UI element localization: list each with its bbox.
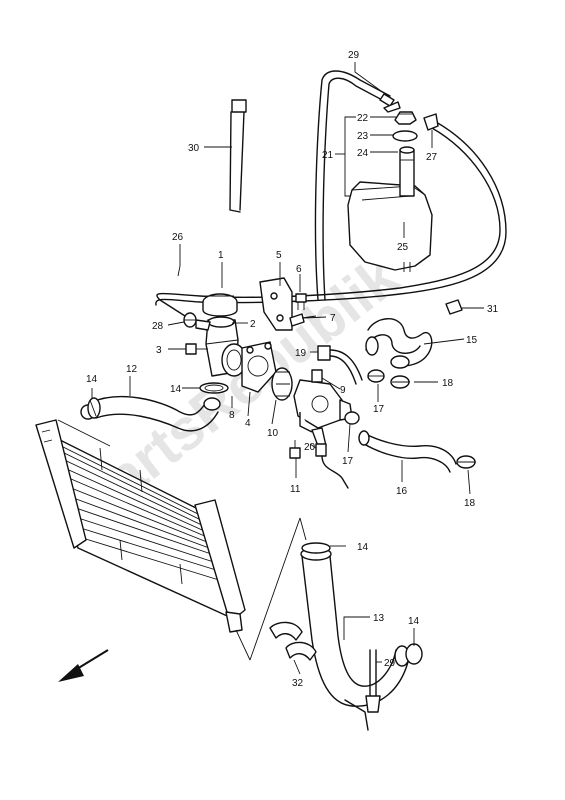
label-32: 32 [292, 678, 304, 689]
label-14-left: 14 [86, 374, 98, 385]
label-8: 8 [229, 410, 235, 421]
label-24: 24 [357, 148, 369, 159]
thermo-switch-19 [317, 345, 363, 385]
label-9: 9 [340, 385, 346, 396]
clamp-17-a [367, 369, 385, 383]
label-15: 15 [466, 335, 478, 346]
part-labels: 29 22 23 24 21 27 25 30 26 1 5 6 7 2 28 … [86, 50, 499, 689]
clamp-18-b [456, 455, 476, 469]
clamp-17-b [344, 411, 360, 425]
overflow-hose [155, 113, 507, 317]
label-18-a: 18 [442, 378, 454, 389]
bolt-6 [295, 293, 307, 310]
clamp-14-left [87, 397, 101, 419]
clamp-14-mid [199, 382, 229, 394]
label-19: 19 [295, 348, 307, 359]
hose-29-lower [365, 649, 381, 713]
front-arrow-icon [58, 649, 109, 682]
label-11: 11 [290, 484, 301, 495]
clamp-14-lower [301, 542, 331, 554]
label-13: 13 [373, 613, 385, 624]
hose-15 [365, 318, 433, 369]
label-30: 30 [188, 143, 200, 154]
label-14-right: 14 [408, 616, 420, 627]
label-17-b: 17 [342, 456, 354, 467]
label-26: 26 [172, 232, 184, 243]
breather-hose-30 [229, 99, 247, 213]
label-10: 10 [267, 428, 279, 439]
label-12: 12 [126, 364, 138, 375]
leader-lines [91, 62, 484, 675]
reservoir-hose-29 [314, 70, 401, 301]
label-28: 28 [152, 321, 164, 332]
thermostat-housing [241, 341, 277, 393]
thermostat [271, 367, 293, 401]
label-14-mid: 14 [170, 384, 182, 395]
bracket-5 [259, 277, 293, 331]
radiator-cap [202, 293, 238, 317]
grommet-32 [269, 621, 317, 661]
clip-31 [445, 299, 463, 315]
radiator-hose-connection [235, 517, 307, 661]
label-17-a: 17 [373, 404, 385, 415]
sensor-20 [315, 443, 349, 489]
water-outlet-body [293, 379, 353, 447]
label-3: 3 [156, 345, 162, 356]
label-6: 6 [296, 264, 302, 275]
clamp-14-right [405, 643, 423, 665]
reservoir-cap [392, 111, 418, 142]
label-23: 23 [357, 131, 369, 142]
bolt-11 [289, 440, 301, 459]
label-14-lower: 14 [357, 542, 369, 553]
label-18-b: 18 [464, 498, 476, 509]
label-2: 2 [250, 319, 256, 330]
label-7: 7 [330, 313, 336, 324]
radiator-hose-12 [91, 395, 221, 432]
label-16: 16 [396, 486, 408, 497]
hose-16 [358, 430, 457, 473]
label-20: 20 [304, 442, 316, 453]
label-29-top: 29 [348, 50, 360, 61]
label-29-lower: 29 [384, 658, 396, 669]
bolt-9 [311, 369, 323, 383]
radiator-core [35, 404, 246, 633]
label-5: 5 [276, 250, 282, 261]
label-27: 27 [426, 152, 438, 163]
label-25: 25 [397, 242, 409, 253]
clamp-18-a [390, 375, 410, 389]
lower-hose-13 [300, 547, 410, 731]
label-4: 4 [245, 418, 251, 429]
label-21: 21 [322, 150, 334, 161]
label-1: 1 [218, 250, 224, 261]
label-31: 31 [487, 304, 499, 315]
clamp-28 [183, 312, 197, 328]
bolt-3 [185, 343, 208, 355]
label-22: 22 [357, 113, 369, 124]
reservoir-tank [347, 146, 433, 272]
